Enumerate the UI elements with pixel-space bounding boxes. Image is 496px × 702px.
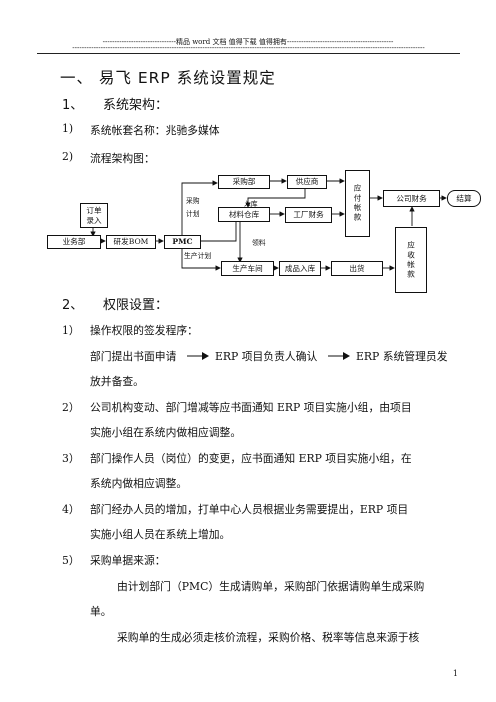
item-number: 2）	[62, 401, 80, 414]
item-number: 4）	[62, 503, 80, 516]
item-text: 部门操作人员（岗位）的变更，应书面通知 ERP 项目实施小组，在	[90, 452, 412, 465]
accounts-receivable-node: 应收帐款	[395, 227, 427, 293]
settlement-node: 结算	[447, 190, 481, 207]
header-rule	[37, 53, 460, 54]
purchase-plan-label: 采购 计划	[186, 197, 200, 218]
item-text: 流程架构图：	[90, 152, 155, 165]
flow-step-2: ERP 项目负责人确认	[215, 350, 318, 363]
arrow-right-icon	[187, 352, 209, 360]
item-text: 公司机构变动、部门增减等应书面通知 ERP 项目实施小组，由项目	[90, 401, 412, 414]
production-plan-label: 生产计划	[184, 252, 212, 260]
item-text: 部门经办人员的增加，打单中心人员根据业务需要提出，ERP 项目	[90, 503, 409, 516]
inbound-label: 入库	[244, 200, 258, 208]
item-text: 采购单据来源：	[90, 554, 166, 567]
item-number: 1)	[62, 122, 74, 135]
factory-finance-node: 工厂财务	[285, 207, 332, 223]
doc-header-line1: -------------------------------精品 word 文…	[102, 38, 394, 46]
item-number: 3）	[62, 452, 80, 465]
paragraph-line: 由计划部门（PMC）生成请购单，采购部门依据请购单生成采购	[117, 580, 425, 593]
item-number: 2)	[62, 150, 74, 163]
shipment-node: 出货	[331, 261, 383, 276]
paragraph-line: 单。	[90, 605, 112, 618]
item-text: 实施小组在系统内做相应调整。	[90, 426, 242, 439]
item-text: 系统帐套名称：兆驰多媒体	[90, 124, 220, 137]
rd-bom-node: 研发BOM	[106, 235, 156, 249]
paragraph-line: 采购单的生成必须走核价流程，采购价格、税率等信息来源于核	[117, 631, 420, 644]
arrow-right-icon	[328, 352, 350, 360]
business-dept-node: 业务部	[47, 235, 101, 249]
item-text: 操作权限的签发程序：	[90, 324, 198, 337]
sub-number-1: 1、	[62, 98, 84, 113]
sub-number-2: 2、	[62, 298, 84, 313]
production-workshop-node: 生产车间	[221, 261, 274, 276]
flow-step-1: 部门提出书面申请	[90, 350, 177, 363]
pmc-node: PMC	[164, 235, 201, 249]
doc-header-line2: ----------------------------------------…	[72, 44, 425, 52]
item-text: 实施小组人员在系统上增加。	[90, 528, 231, 541]
company-finance-node: 公司财务	[383, 190, 440, 207]
requisition-label: 领料	[252, 239, 266, 247]
sub-title-2: 权限设置：	[103, 298, 169, 313]
flow-continuation: 放并备查。	[90, 375, 144, 388]
supplier-node: 供应商	[287, 175, 327, 189]
flow-step-3: ERP 系统管理员发	[356, 350, 448, 363]
item-number: 1）	[62, 324, 80, 337]
section-title: 一、 易飞 ERP 系统设置规定	[60, 69, 276, 87]
material-warehouse-node: 材料仓库	[218, 207, 270, 222]
item-text: 系统内做相应调整。	[90, 477, 188, 490]
order-entry-node: 订单 录入	[80, 203, 108, 228]
accounts-payable-node: 应付帐款	[345, 170, 370, 237]
item-number: 5）	[62, 554, 80, 567]
page-number: 1	[452, 669, 458, 678]
sub-title-1: 系统架构：	[103, 98, 169, 113]
purchase-dept-node: 采购部	[218, 175, 270, 189]
finished-goods-node: 成品入库	[279, 261, 321, 276]
